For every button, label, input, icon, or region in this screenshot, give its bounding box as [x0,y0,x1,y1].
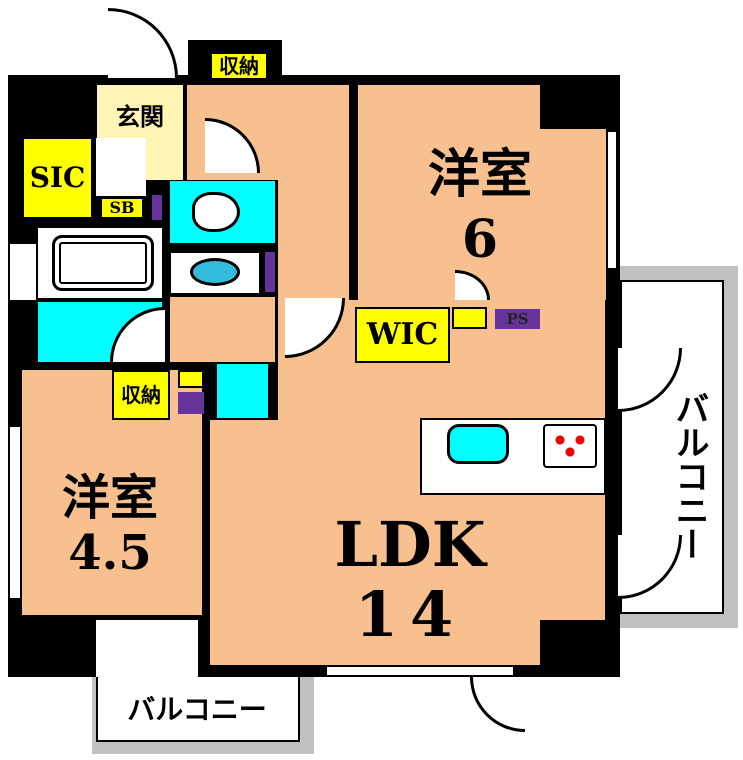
sink-icon [190,258,240,286]
pipe-shaft-3 [178,392,204,414]
kitchen-sink-icon [447,424,509,464]
shoe-closet-door[interactable] [96,138,146,196]
window-bedroom-small [8,425,22,600]
ldk-name: LDK [334,508,486,581]
washing-machine-space [215,362,270,420]
storage-top: 収納 [210,52,268,80]
walk-in-closet: WIC [355,307,450,363]
window-bedroom-large [606,130,618,270]
bedroom-large-size: 6 [461,209,499,270]
pipe-shaft-2 [265,252,275,292]
ldk-size: 14 [354,578,466,651]
balcony-right-label: バルコニー [669,391,709,561]
bedroom-small-size: 4.5 [68,524,152,581]
hallway-lower [170,297,275,362]
pillar-2 [540,620,606,665]
stove-icon [543,424,597,468]
window-ldk [325,665,515,677]
toilet-bowl-icon [192,192,240,232]
shoe-box: SB [100,197,144,219]
window-bath [8,242,38,302]
pillar [540,85,606,129]
pipe-shaft [152,195,162,220]
storage-shelf [178,370,204,388]
shoe-closet: SIC [22,137,93,219]
pipe-space: PS [495,309,540,329]
ldk-window-door[interactable] [470,677,525,732]
bathtub-icon [52,235,154,291]
storage-left: 収納 [112,370,170,420]
bedroom-large-name: 洋室 [427,144,532,205]
balcony-bottom-label: バルコニー [127,693,267,726]
wic-shelf [452,307,487,329]
bedroom-small-name: 洋室 [61,469,158,526]
hallway-middle [278,180,349,300]
wall-corner [8,620,96,677]
